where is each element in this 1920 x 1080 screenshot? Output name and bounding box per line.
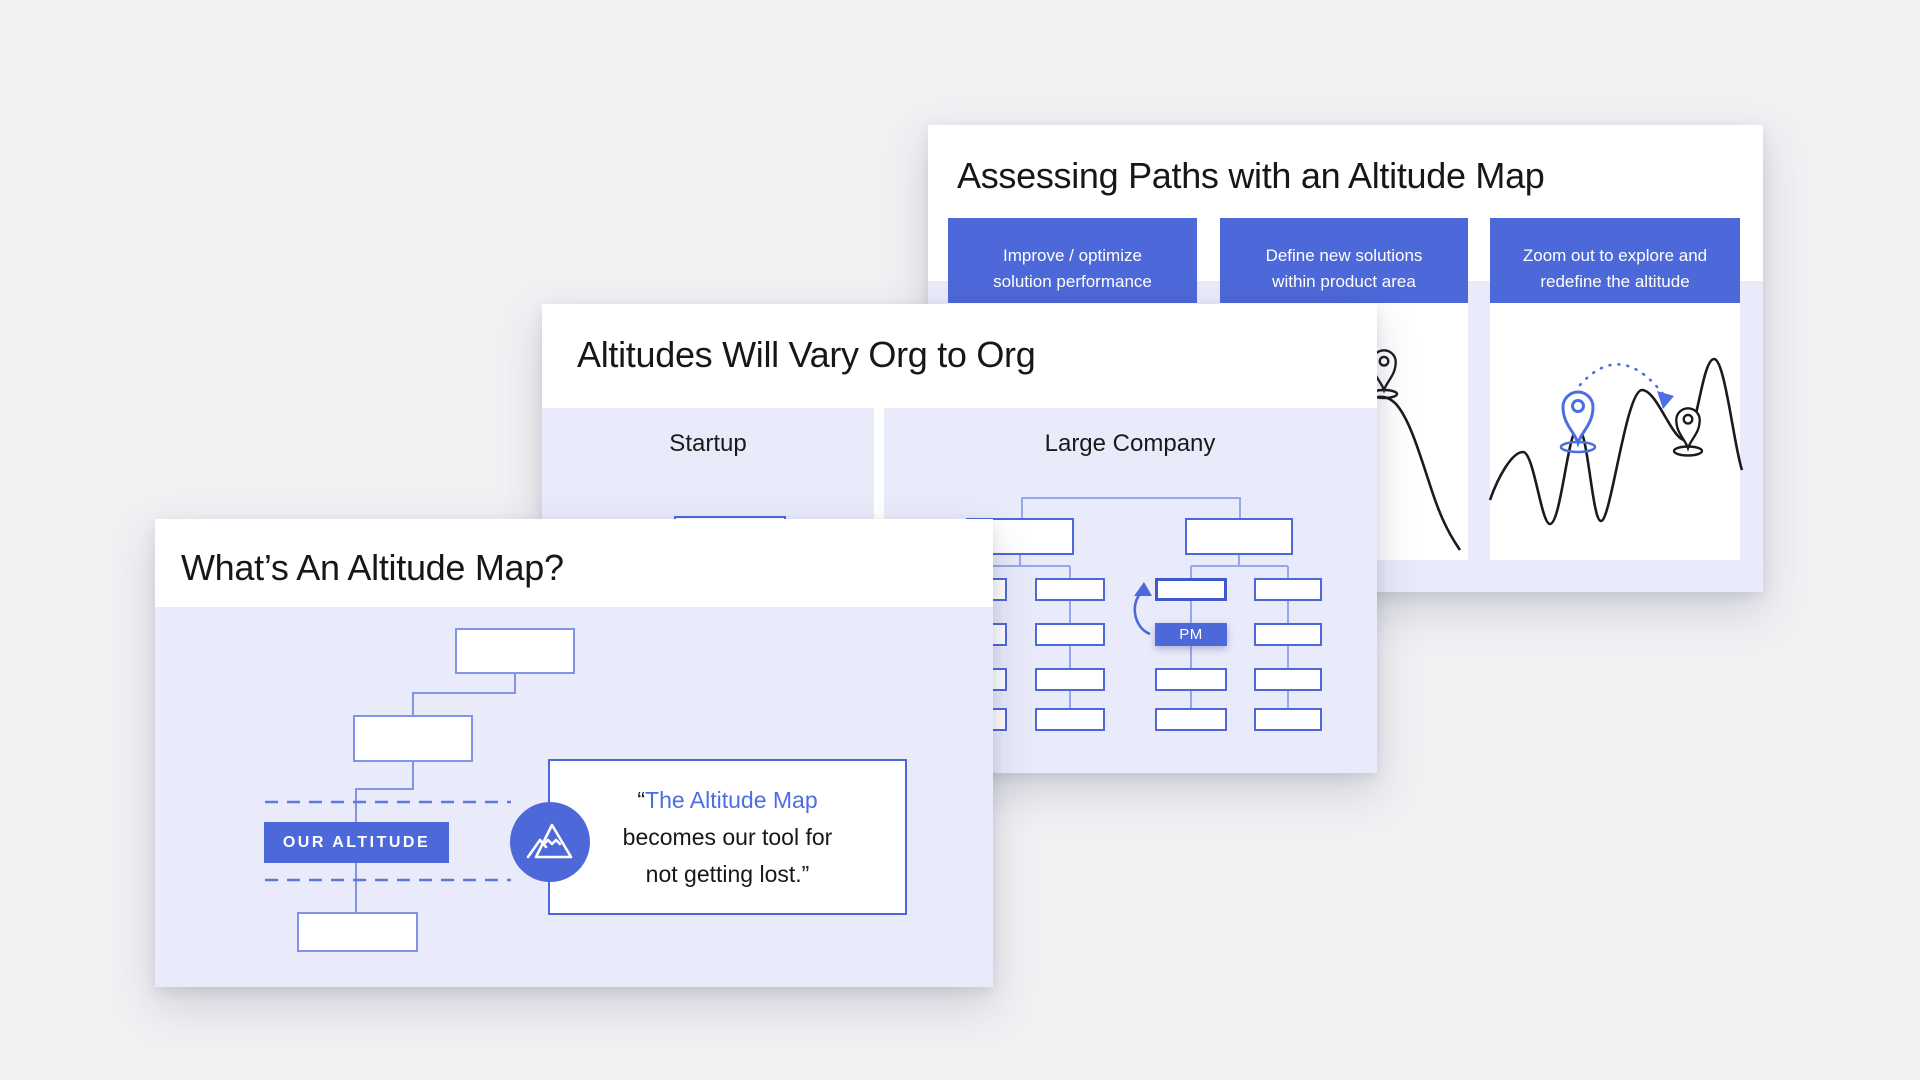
assessing-column-header-1: Improve / optimize solution performance	[948, 218, 1197, 303]
org-box	[1155, 708, 1227, 731]
slide-whats-altitude-map: What’s An Altitude Map? OUR ALTITUDE “Th…	[155, 519, 993, 987]
assessing-column-header-2: Define new solutions within product area	[1220, 218, 1468, 303]
large-company-heading: Large Company	[1044, 430, 1216, 457]
slide-altitudes-vary: Altitudes Will Vary Org to Org Startup L…	[542, 304, 1377, 773]
assessing-column-header-3: Zoom out to explore and redefine the alt…	[1490, 218, 1740, 303]
org-box	[1254, 668, 1322, 691]
org-box	[1035, 708, 1105, 731]
staircase-box-middle	[353, 715, 473, 762]
org-box	[1035, 668, 1105, 691]
org-box	[1254, 623, 1322, 646]
whats-title: What’s An Altitude Map?	[181, 547, 564, 588]
assessing-title: Assessing Paths with an Altitude Map	[957, 155, 1545, 196]
quote-line-3: not getting lost.”	[645, 860, 810, 887]
org-box	[1035, 623, 1105, 646]
quote-line-1: “The Altitude Map	[637, 786, 818, 813]
staircase-box-top	[455, 628, 575, 674]
startup-heading: Startup	[669, 430, 747, 457]
org-parent-box	[1185, 518, 1293, 555]
org-box	[1254, 708, 1322, 731]
mountain-icon	[526, 823, 573, 859]
pm-box: PM	[1155, 623, 1227, 646]
vary-title: Altitudes Will Vary Org to Org	[577, 334, 1036, 375]
org-box	[1035, 578, 1105, 601]
org-box-promotion-target	[1155, 578, 1227, 601]
our-altitude-label: OUR ALTITUDE	[264, 822, 449, 863]
quote-box: “The Altitude Map becomes our tool for n…	[548, 759, 907, 915]
quote-line-2: becomes our tool for	[622, 823, 833, 850]
org-box	[1254, 578, 1322, 601]
mountain-badge	[510, 802, 590, 882]
org-box	[1155, 668, 1227, 691]
staircase-box-bottom	[297, 912, 418, 952]
assessing-column-panel-3	[1490, 303, 1740, 560]
